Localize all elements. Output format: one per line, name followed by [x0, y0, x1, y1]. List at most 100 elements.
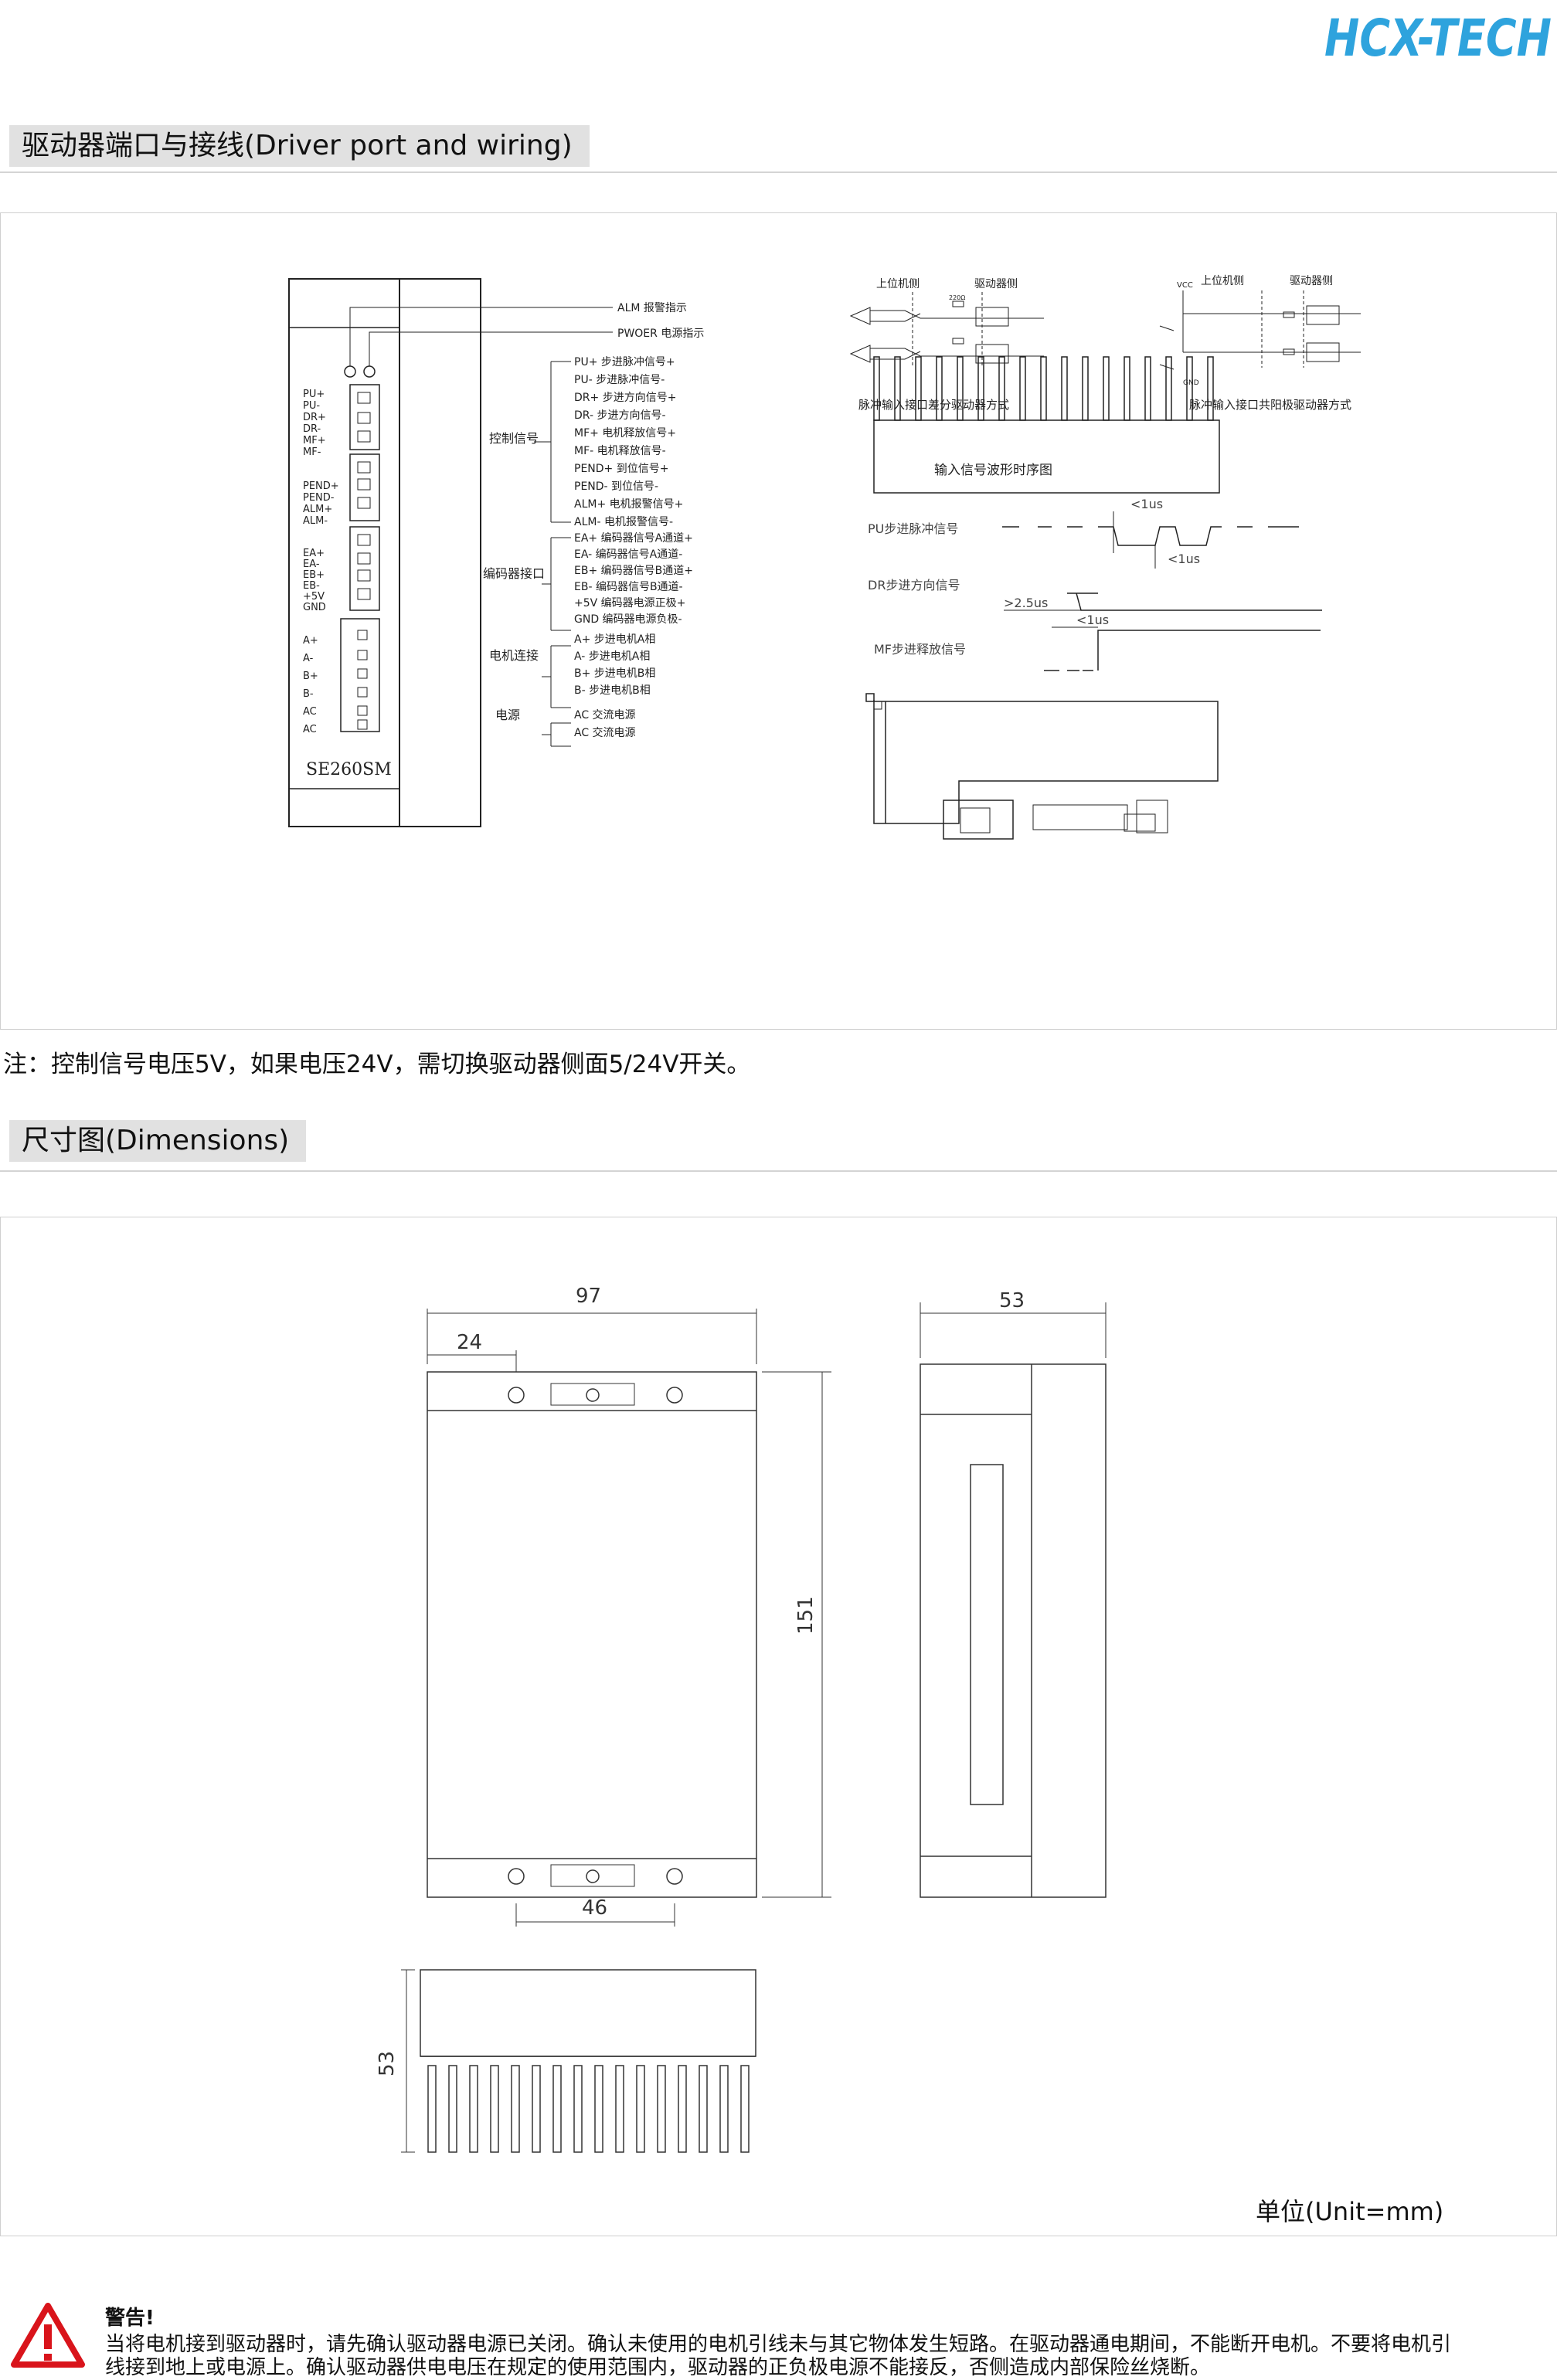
logo-text: HCX-TECH — [1324, 8, 1552, 65]
bottom-fin — [636, 2065, 645, 2153]
bottom-view-body — [420, 1969, 756, 2057]
desc-mf-minus: MF- 电机释放信号- — [574, 445, 666, 457]
desc-eb-minus: EB- 编码器信号B通道- — [574, 581, 683, 593]
bottom-fin — [678, 2065, 687, 2153]
section-rule-2 — [0, 1170, 1557, 1172]
side-view-heatsink — [873, 356, 1220, 494]
terminal-pu-minus: PU- — [303, 400, 320, 412]
warning-icon — [11, 2303, 85, 2368]
timing-diagram: 输入信号波形时序图 PU步进脉冲信号 DR步进方向信号 MF步进释放信号 <1u… — [868, 463, 1322, 671]
desc-eb-plus: EB+ 编码器信号B通道+ — [574, 565, 693, 577]
terminal-ac-2: AC — [303, 724, 317, 735]
warning-text-line1: 当将电机接到驱动器时，请先确认驱动器电源已关闭。确认未使用的电机引线未与其它物体… — [105, 2333, 1452, 2356]
bottom-fin — [657, 2065, 666, 2153]
bottom-fin — [552, 2065, 562, 2153]
timing-t1: <1us — [1130, 497, 1163, 511]
heatsink-fin — [1165, 356, 1172, 421]
wiring-diagram-frame: SE260SM ALM 报警指示 PWOER 电源指示 PU+ PU- DR+ … — [0, 212, 1557, 1030]
section-title-wiring: 驱动器端口与接线(Driver port and wiring) — [9, 125, 590, 167]
desc-a-plus: A+ 步进电机A相 — [574, 633, 655, 646]
desc-b-minus: B- 步进电机B相 — [574, 684, 651, 697]
desc-ac-1: AC 交流电源 — [574, 708, 636, 721]
caption-differential: 脉冲输入接口差分驱动器方式 — [858, 398, 1009, 412]
dim-bottom-depth: 53 — [376, 2051, 399, 2076]
bottom-fin — [448, 2065, 457, 2153]
terminal-mf-minus: MF- — [303, 446, 321, 458]
bottom-fin — [469, 2065, 478, 2153]
desc-gnd: GND 编码器电源负极- — [574, 613, 682, 626]
timing-t2: <1us — [1168, 552, 1200, 566]
circuit-driver-label: 驱动器侧 — [974, 278, 1018, 290]
vcc-label: VCC — [1177, 281, 1193, 290]
warning-text-line2: 线接到地上或电源上。确认驱动器供电电压在规定的使用范围内，驱动器的正负极电源不能… — [105, 2356, 1211, 2379]
circuit-driver-label-2: 驱动器侧 — [1290, 275, 1333, 287]
group-motor: 电机连接 — [489, 648, 539, 663]
desc-pend-plus: PEND+ 到位信号+ — [574, 463, 668, 475]
bottom-fin — [615, 2065, 624, 2153]
timing-t4: <1us — [1076, 613, 1109, 627]
heatsink-fin — [1103, 356, 1110, 421]
power-indicator-label: PWOER 电源指示 — [617, 328, 704, 340]
heatsink-fin — [1040, 356, 1047, 421]
section-rule — [0, 171, 1557, 173]
timing-pu-label: PU步进脉冲信号 — [868, 521, 958, 536]
terminal-mf-plus: MF+ — [303, 435, 326, 446]
bottom-fin — [573, 2065, 583, 2153]
circuit-upper-label-2: 上位机侧 — [1201, 275, 1244, 287]
terminal-a-minus: A- — [303, 653, 314, 664]
desc-alm-plus: ALM+ 电机报警信号+ — [574, 498, 683, 511]
unit-label: 单位(Unit=mm) — [1256, 2197, 1444, 2226]
desc-dr-minus: DR- 步进方向信号- — [574, 409, 666, 422]
bottom-fin — [719, 2065, 729, 2153]
heatsink-fin — [1124, 356, 1130, 421]
terminal-dr-minus: DR- — [303, 423, 321, 435]
terminal-eb-plus: EB+ — [303, 569, 325, 581]
terminal-ac-1: AC — [303, 706, 317, 718]
desc-ea-minus: EA- 编码器信号A通道- — [574, 548, 682, 561]
terminal-alm-minus: ALM- — [303, 515, 328, 527]
caption-common-anode: 脉冲输入接口共阳极驱动器方式 — [1189, 398, 1351, 412]
bottom-fin — [594, 2065, 603, 2153]
terminal-pend-minus: PEND- — [303, 492, 335, 504]
control-terminal-block — [349, 384, 380, 450]
terminal-gnd: GND — [303, 602, 326, 613]
gnd-label: GND — [1183, 379, 1199, 387]
desc-5v: +5V 编码器电源正极+ — [574, 597, 685, 609]
bottom-fin — [532, 2065, 541, 2153]
terminal-ea-plus: EA+ — [303, 548, 325, 559]
driver-body — [288, 278, 481, 827]
desc-pend-minus: PEND- 到位信号- — [574, 480, 658, 493]
power-led — [363, 365, 376, 378]
desc-a-minus: A- 步进电机A相 — [574, 650, 650, 663]
power-terminal-block — [340, 618, 380, 732]
terminal-descriptions: PU+ 步进脉冲信号+ PU- 步进脉冲信号- DR+ 步进方向信号+ DR- … — [574, 356, 693, 739]
bottom-fin — [699, 2065, 708, 2153]
terminal-alm-plus: ALM+ — [303, 504, 332, 515]
heatsink-fin — [1082, 356, 1089, 421]
bottom-fin — [490, 2065, 499, 2153]
timing-mf-label: MF步进释放信号 — [874, 642, 966, 657]
desc-pu-minus: PU- 步进脉冲信号- — [574, 374, 665, 386]
heatsink-fin — [1061, 356, 1068, 421]
driver-side-view — [865, 693, 1219, 840]
terminal-eb-minus: EB- — [303, 580, 320, 592]
terminal-dr-plus: DR+ — [303, 412, 326, 423]
status-terminal-block — [349, 453, 380, 521]
terminal-b-minus: B- — [303, 688, 314, 700]
group-control-signal: 控制信号 — [489, 431, 539, 446]
timing-title: 输入信号波形时序图 — [934, 463, 1052, 478]
terminal-pu-plus: PU+ — [303, 389, 325, 400]
bottom-heatsink-fins — [427, 2065, 750, 2153]
circuit-upper-label: 上位机侧 — [876, 278, 920, 290]
desc-b-plus: B+ 步进电机B相 — [574, 667, 655, 680]
terminal-pend-plus: PEND+ — [303, 480, 339, 492]
driver-model: SE260SM — [306, 760, 392, 779]
bottom-fin — [511, 2065, 520, 2153]
encoder-terminal-block — [349, 526, 380, 611]
resistor-label: 220Ω — [949, 294, 965, 301]
side-view-body — [920, 1363, 1107, 1898]
differential-circuit: 上位机侧 驱动器侧 220Ω 脉冲输入接口差分驱动器方式 — [849, 278, 1044, 412]
section-title-dimensions: 尺寸图(Dimensions) — [9, 1120, 307, 1162]
heatsink-base — [873, 419, 1220, 494]
desc-pu-plus: PU+ 步进脉冲信号+ — [574, 356, 675, 368]
